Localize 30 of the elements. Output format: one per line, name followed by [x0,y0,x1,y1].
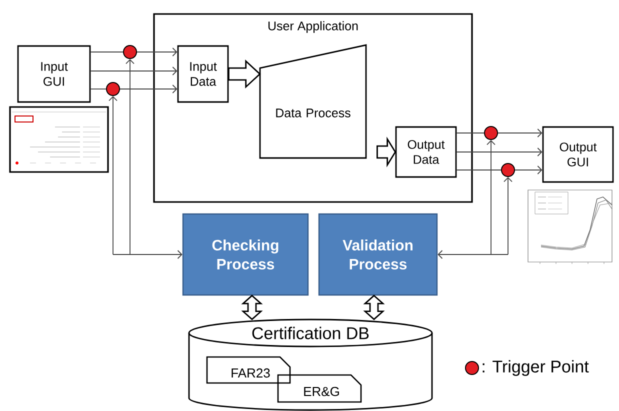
arrow [486,140,496,255]
gui-box: Output GUI [542,126,614,183]
process-box: Checking Process [182,213,309,296]
trigger-dot [501,163,515,177]
trigger-dot [484,126,498,140]
arrow [120,84,178,94]
process-box: Validation Process [318,213,438,296]
trigger-dot [106,82,120,96]
process-trapezoid: Data Process [259,44,367,159]
arrow [456,148,542,156]
arrow [514,166,542,174]
data-box: Output Data [395,126,457,178]
gui-box: Input GUI [17,45,91,103]
arrow [112,250,182,259]
trigger-dot [123,45,137,59]
arrow [438,250,508,259]
arrow [504,177,512,255]
block-arrow [363,294,385,320]
block-arrow [228,59,261,89]
connector-line [456,132,484,134]
arrow [498,128,542,138]
legend-text: : Trigger Point [482,360,589,376]
data-box: Input Data [177,45,229,103]
arrow [108,96,118,255]
arrow [90,66,178,76]
arrow [126,59,134,255]
block-arrow [376,136,396,168]
block-arrow [241,294,263,320]
arrow [136,48,178,56]
connector-line [90,88,106,90]
